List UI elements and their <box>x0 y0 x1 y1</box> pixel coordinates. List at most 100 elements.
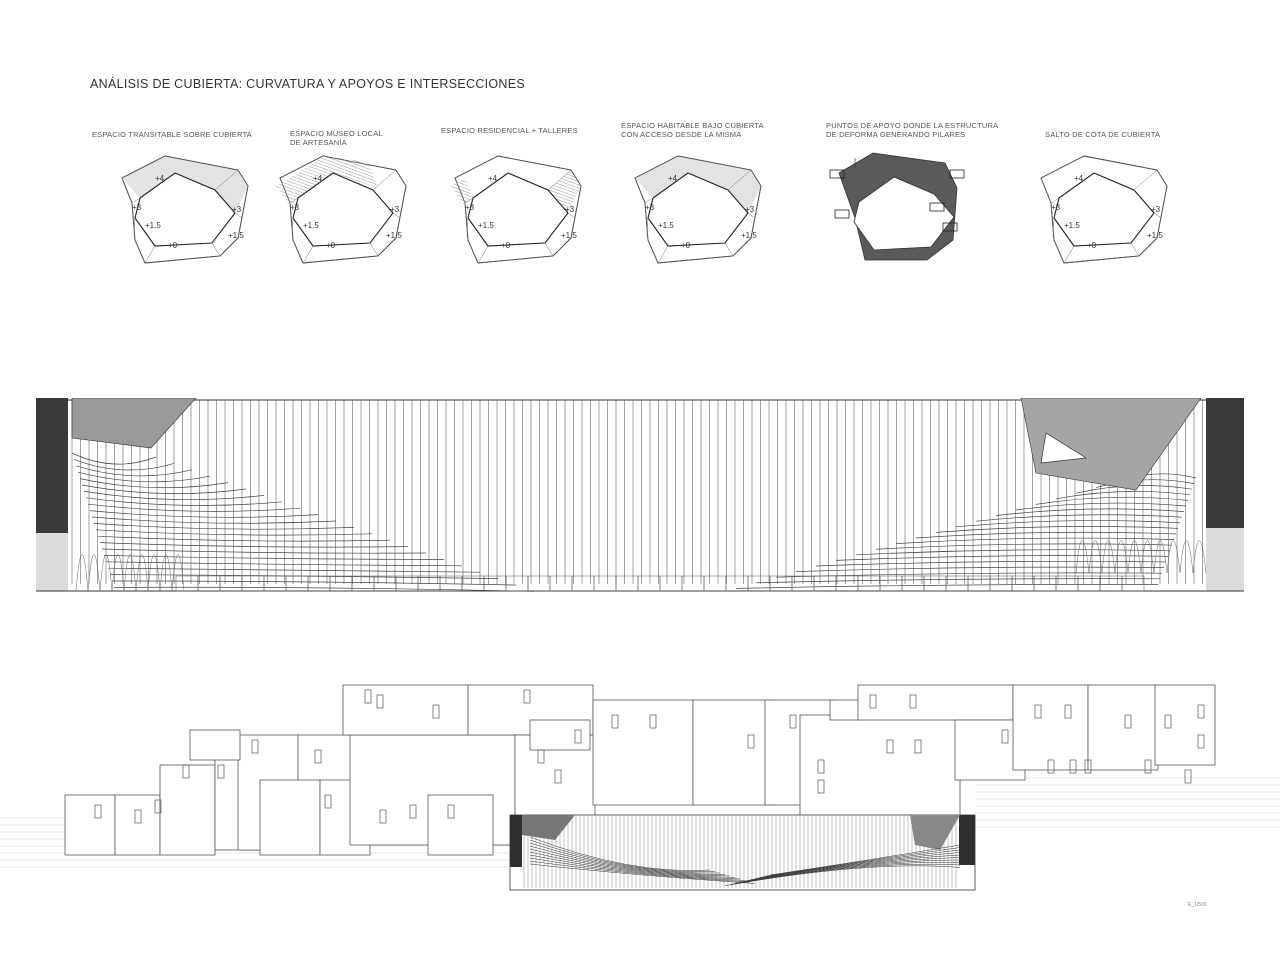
building-facade <box>427 794 494 856</box>
left-ramp-step <box>73 459 175 471</box>
right-ramp-step <box>855 549 1171 556</box>
fold-line <box>466 217 469 237</box>
floor-step-box <box>527 575 551 592</box>
floor-step-box <box>329 575 353 592</box>
left-ramp-step <box>97 535 391 542</box>
floor-step-box <box>505 575 529 592</box>
fold-line <box>646 217 649 237</box>
left-ramp-step <box>81 484 247 494</box>
roof-diagram-residential: +4+3+3+1.5+1.5+0 <box>443 148 593 273</box>
window <box>1144 759 1152 774</box>
fold-line <box>547 169 572 191</box>
window <box>914 739 922 754</box>
floor-step-box <box>967 575 991 592</box>
fold-line <box>372 169 397 191</box>
left-ramp-step <box>91 516 337 524</box>
roof-outline <box>634 155 762 264</box>
window <box>789 714 797 729</box>
left-ramp-step <box>101 548 427 554</box>
right-ramp-step <box>775 572 1163 578</box>
support-box <box>929 202 945 212</box>
floor-step-box <box>747 575 771 592</box>
level-label: +1.5 <box>741 231 757 240</box>
right-ramp-step <box>975 514 1183 522</box>
window <box>134 809 142 824</box>
left-ramp-step <box>107 567 481 573</box>
building-facade <box>1012 684 1089 771</box>
diagram-caption-2: ESPACIO MUSEO LOCAL DE ARTESANÍA <box>290 129 383 147</box>
window <box>1001 729 1009 744</box>
floor-step-box <box>813 575 837 592</box>
roof-section-drawing <box>36 397 1244 594</box>
diagram-caption-5: PUNTOS DE APOYO DONDE LA ESTRUCTURA DE D… <box>826 121 999 139</box>
window <box>1069 759 1077 774</box>
level-label: +3 <box>232 205 242 214</box>
level-label: +1.5 <box>478 221 494 230</box>
right-ramp-step <box>1035 496 1189 505</box>
left-ramp-step <box>111 580 517 586</box>
inset-ramp-left <box>529 848 731 877</box>
level-label: +1.5 <box>561 231 577 240</box>
window <box>523 689 531 704</box>
window <box>1184 769 1192 784</box>
window <box>1047 759 1055 774</box>
level-label: +1.5 <box>145 221 161 230</box>
fold-line <box>644 197 654 204</box>
inset-ramp-left <box>529 851 736 878</box>
floor-step-box <box>241 575 265 592</box>
window <box>909 694 917 709</box>
right-ramp-step <box>915 531 1177 539</box>
rib-arch <box>1075 540 1090 574</box>
window <box>1197 704 1205 719</box>
diagram-caption-1: ESPACIO TRANSITABLE SOBRE CUBIERTA <box>92 130 252 139</box>
floor-step-box <box>1077 575 1101 592</box>
rib-arch <box>1101 540 1116 574</box>
floor-step-box <box>879 575 903 592</box>
rib-arch <box>147 554 161 592</box>
fold-line <box>1052 217 1055 237</box>
window <box>154 799 162 814</box>
level-label: +0 <box>326 241 336 250</box>
right-ramp-step <box>815 560 1167 567</box>
fold-line <box>567 212 576 219</box>
floor-step-box <box>769 575 793 592</box>
level-label: +3 <box>565 205 575 214</box>
level-label: +4 <box>313 174 323 183</box>
level-label: +1.5 <box>1147 231 1163 240</box>
window <box>1124 714 1132 729</box>
end-wall-light-right <box>1206 528 1244 591</box>
right-ramp-step <box>755 578 1161 584</box>
fold-line <box>291 217 294 237</box>
fold-line <box>1050 197 1060 204</box>
left-ramp-step <box>75 465 193 477</box>
level-label: +3 <box>1151 205 1161 214</box>
rib-arch <box>1127 540 1142 574</box>
level-label: +3 <box>465 203 475 212</box>
courtyard-outline <box>134 172 236 247</box>
fold-line <box>1133 169 1158 191</box>
window <box>314 749 322 764</box>
window <box>251 739 259 754</box>
roof-diagram-museum: +4+3+3+1.5+1.5+0 <box>268 148 418 273</box>
rib-arch <box>1114 540 1129 574</box>
floor-step-box <box>593 575 617 592</box>
diagram-caption-6: SALTO DE COTA DE CUBIERTA <box>1045 130 1161 139</box>
window <box>1164 714 1172 729</box>
rib-arch <box>87 554 101 592</box>
floor-step-box <box>989 575 1013 592</box>
level-label: +0 <box>1087 241 1097 250</box>
right-ramp-step <box>995 508 1185 516</box>
fold-line <box>657 245 669 264</box>
fold-line <box>392 212 401 219</box>
window <box>611 714 619 729</box>
rib-arch <box>75 554 89 592</box>
diagram-caption-3: ESPACIO RESIDENCIAL + TALLERES <box>441 126 578 135</box>
window <box>94 804 102 819</box>
fold-line <box>131 197 141 204</box>
courtyard-outline <box>292 172 394 247</box>
right-roof-opening <box>1040 432 1088 464</box>
courtyard-outline <box>467 172 569 247</box>
level-label: +0 <box>168 241 178 250</box>
fold-line <box>464 197 474 204</box>
roof-shaded-zone <box>548 170 581 213</box>
